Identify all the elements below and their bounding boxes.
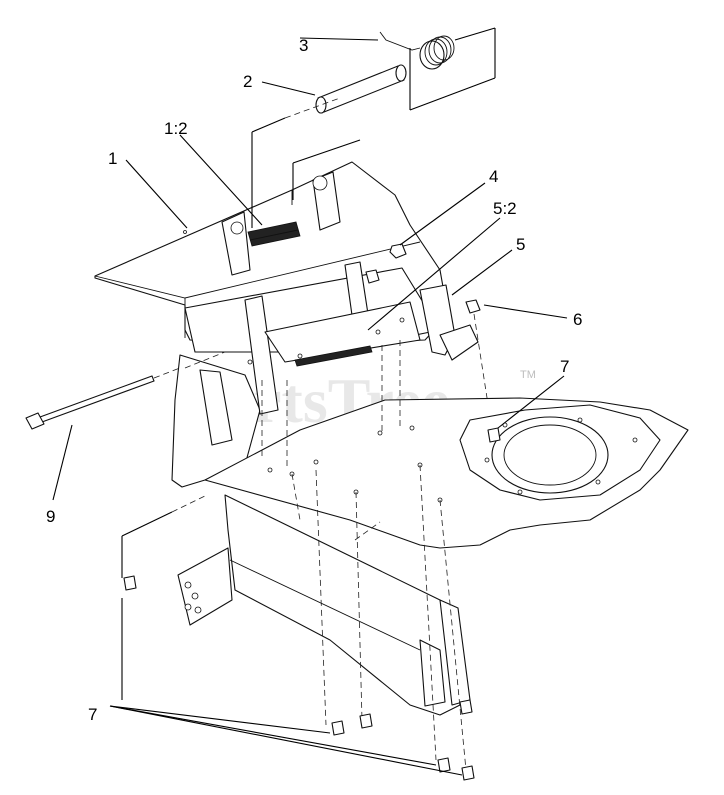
callout-9: 9 [46,507,55,526]
callout-7-right: 7 [560,357,569,376]
callout-5-2: 5:2 [493,199,517,218]
callout-4: 4 [489,167,498,186]
part-9-long-bolt [25,365,186,430]
part-6-nut [465,299,493,431]
part-7-bolts [123,575,475,781]
part-4-nut [365,243,407,284]
part-5-bracket [419,284,479,361]
callout-6: 6 [573,310,582,329]
mounting-bracket [171,261,421,488]
callout-1-2: 1:2 [164,119,188,138]
assembly-guides [121,27,496,771]
callout-1: 1 [108,149,117,168]
callout-5: 5 [516,235,525,254]
part-3-spring [379,31,455,70]
watermark-trademark: TM [520,369,536,381]
callout-7-left: 7 [88,705,97,724]
callout-2: 2 [243,72,252,91]
callout-3: 3 [299,36,308,55]
callout-labels: 3 2 1:2 1 4 5:2 5 6 7 9 7 [46,36,582,724]
part-2-pin [315,64,407,114]
callout-leaders [52,37,568,776]
base-plate [204,397,689,549]
